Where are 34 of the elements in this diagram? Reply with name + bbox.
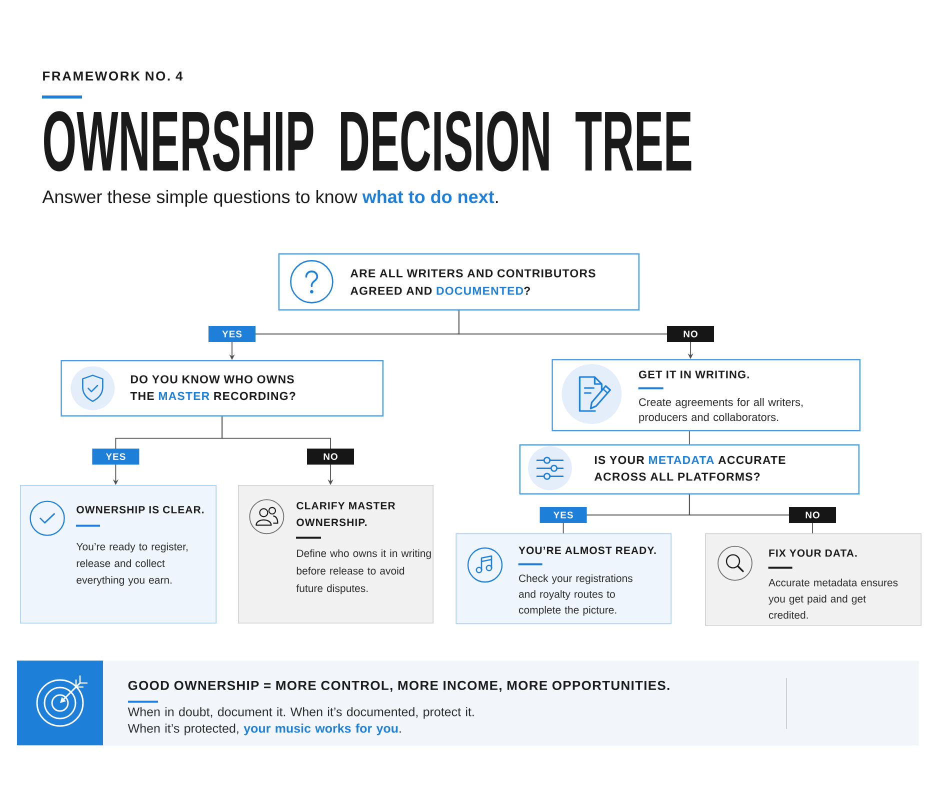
- title: OWNERSHIP DECISION TREE: [44, 111, 692, 172]
- card-heading: OWNERSHIP IS CLEAR.: [76, 506, 204, 514]
- question-box: [278, 253, 640, 310]
- banner-heading: GOOD OWNERSHIP = MORE CONTROL, MORE INCOME, MORE OPPORTUNITIES.: [128, 680, 670, 692]
- banner-text: When in doubt, document it. When it’s documented, protect it. When it’s protected, your music works for you.: [128, 707, 474, 736]
- card-text: Check your registrations and royalty routes to complete the picture.: [518, 574, 632, 616]
- edge-label: YES: [208, 326, 256, 342]
- card-heading: CLARIFY MASTER OWNERSHIP.: [296, 502, 396, 526]
- question-text: ARE ALL WRITERS AND CONTRIBUTORS AGREED AND DOCUMENTED?: [350, 269, 596, 295]
- result-card: [20, 485, 216, 624]
- card-text: Define who owns it in writing before release to avoid future disputes.: [296, 549, 431, 594]
- edge-label: YES: [92, 448, 140, 465]
- edge-label: YES: [540, 507, 587, 523]
- series-label: FRAMEWORK NO. 4: [43, 71, 183, 81]
- summary-banner: [17, 660, 919, 746]
- result-card: [238, 485, 434, 624]
- card-heading: FIX YOUR DATA.: [769, 549, 857, 557]
- action-box: [552, 359, 860, 432]
- card-heading: YOU’RE ALMOST READY.: [518, 546, 656, 554]
- question-box: [60, 360, 384, 416]
- edge-label: NO: [307, 448, 354, 465]
- card-heading: GET IT IN WRITING.: [638, 370, 749, 378]
- edge-label: NO: [789, 507, 836, 523]
- connector-line: [688, 430, 690, 445]
- result-card: [705, 533, 922, 626]
- subtitle: Answer these simple questions to know what to do next.: [42, 190, 498, 207]
- card-text: Accurate metadata ensures you get paid and get credited.: [768, 578, 898, 619]
- question-text: IS YOUR METADATA ACCURATE ACROSS ALL PLATFORMS?: [594, 456, 786, 481]
- question-text: DO YOU KNOW WHO OWNS THE MASTER RECORDING?: [130, 375, 296, 400]
- edge-label: NO: [667, 326, 714, 342]
- question-box: [519, 444, 860, 495]
- card-text: Create agreements for all writers, producers and collaborators.: [639, 398, 803, 424]
- card-text: You’re ready to register, release and collect everything you earn.: [76, 542, 188, 586]
- result-card: [456, 533, 672, 624]
